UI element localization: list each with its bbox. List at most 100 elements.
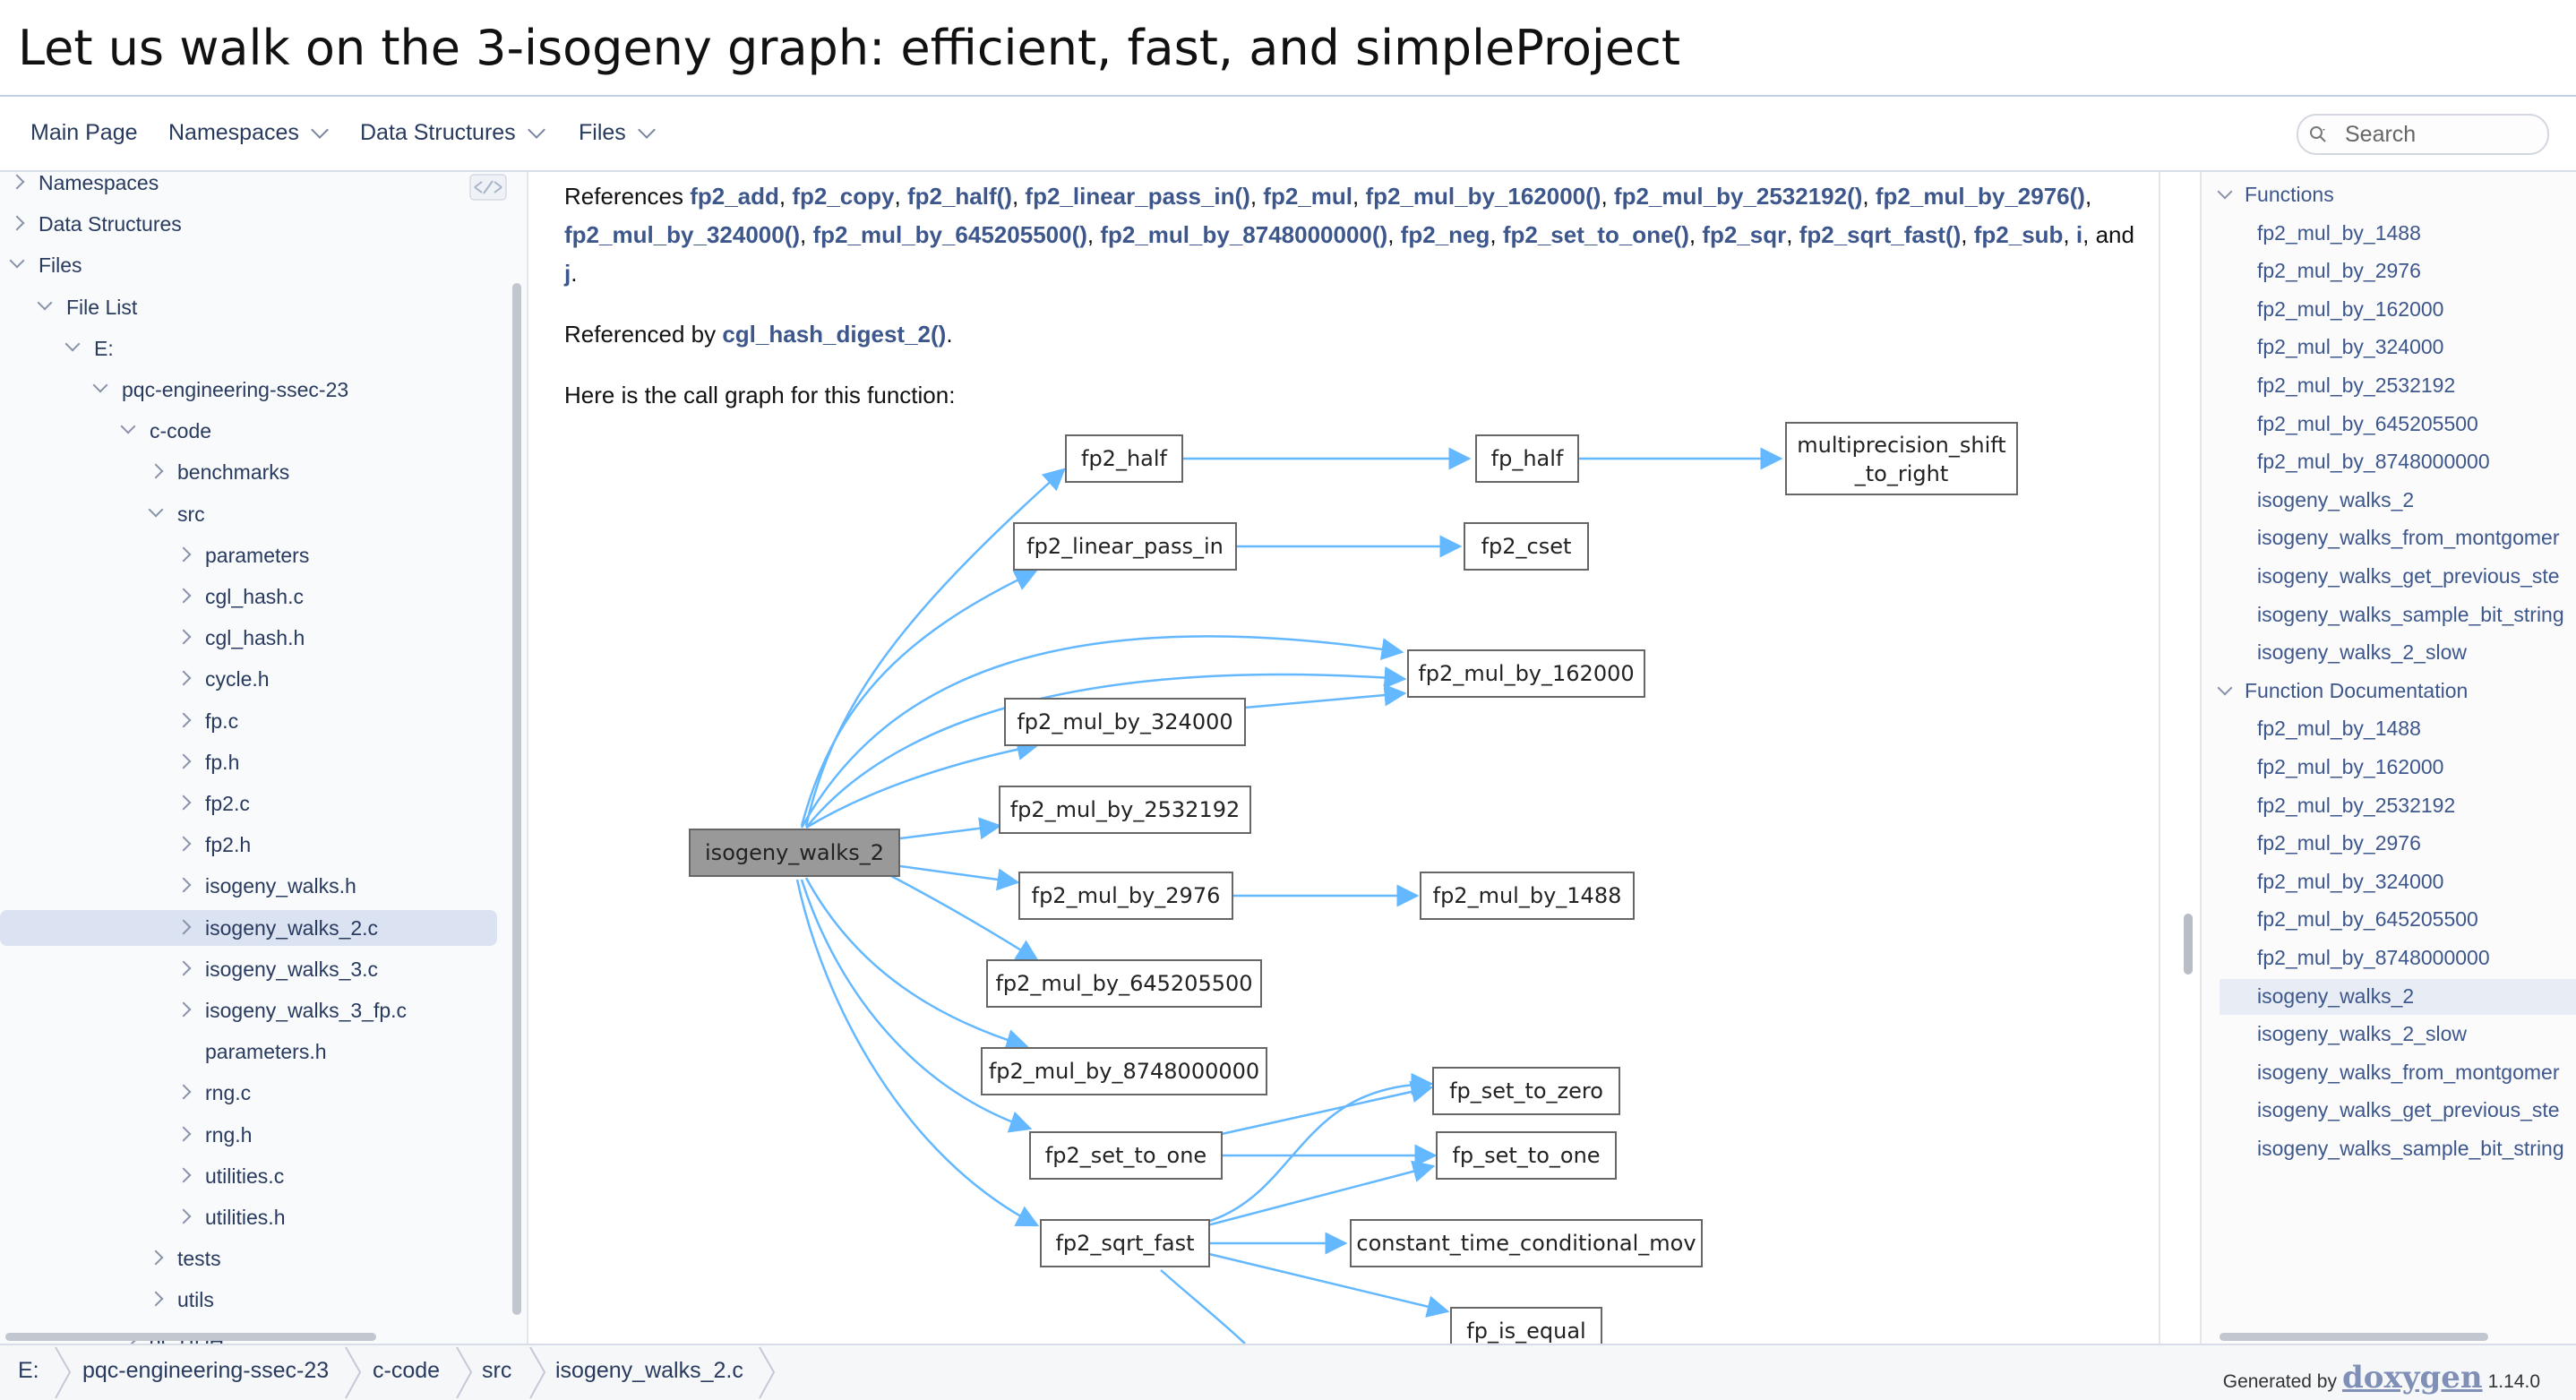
toc-item[interactable]: isogeny_walks_from_montgomer xyxy=(2220,1055,2576,1091)
toc-item[interactable]: isogeny_walks_get_previous_ste xyxy=(2220,559,2576,595)
search-input[interactable] xyxy=(2343,121,2544,148)
menu-namespaces[interactable]: Namespaces xyxy=(168,120,329,146)
reference-link[interactable]: fp2_sqr xyxy=(1702,221,1787,248)
tree-item[interactable]: fp.h xyxy=(0,744,497,780)
breadcrumb-item[interactable]: c-code xyxy=(373,1358,441,1383)
chevron-right-icon[interactable] xyxy=(176,753,192,769)
tree-horizontal-scrollbar[interactable] xyxy=(5,1333,376,1341)
chevron-right-icon[interactable] xyxy=(176,877,192,893)
chevron-right-icon[interactable] xyxy=(148,1250,164,1266)
reference-link[interactable]: fp2_mul_by_645205500() xyxy=(812,221,1087,248)
breadcrumb-item[interactable]: src xyxy=(482,1358,512,1383)
reference-link[interactable]: fp2_sqrt_fast() xyxy=(1799,221,1962,248)
toc-item[interactable]: fp2_mul_by_8748000000 xyxy=(2220,940,2576,976)
reference-link[interactable]: fp2_add xyxy=(690,183,779,210)
sync-toggle-icon[interactable] xyxy=(469,174,507,201)
toc-item[interactable]: isogeny_walks_2_slow xyxy=(2220,1017,2576,1052)
tree-item[interactable]: utilities.c xyxy=(0,1158,497,1194)
toc-item[interactable]: isogeny_walks_2 xyxy=(2220,978,2576,1015)
reference-link[interactable]: fp2_copy xyxy=(792,183,895,210)
menu-main-page[interactable]: Main Page xyxy=(30,120,138,146)
node-fp2-linear-pass-in[interactable] xyxy=(1013,522,1237,571)
reference-link[interactable]: fp2_mul_by_2532192() xyxy=(1613,183,1863,210)
node-fp2-set-to-one[interactable] xyxy=(1029,1131,1223,1180)
reference-link[interactable]: fp2_mul_by_162000() xyxy=(1365,183,1601,210)
tree-item[interactable]: rng.h xyxy=(0,1117,497,1153)
tree-item[interactable]: Namespaces xyxy=(0,172,497,201)
toc-item[interactable]: fp2_mul_by_324000 xyxy=(2220,864,2576,900)
tree-item[interactable]: c-code xyxy=(0,413,497,449)
tree-item[interactable]: fp2.h xyxy=(0,827,497,863)
chevron-right-icon[interactable] xyxy=(176,1084,192,1100)
node-fp2-mul-by-645205500[interactable] xyxy=(986,959,1262,1008)
reference-link[interactable]: fp2_mul_by_324000() xyxy=(564,221,801,248)
chevron-right-icon[interactable] xyxy=(148,463,164,479)
chevron-right-icon[interactable] xyxy=(176,836,192,852)
chevron-right-icon[interactable] xyxy=(176,670,192,686)
breadcrumb-item[interactable]: E: xyxy=(18,1358,39,1383)
chevron-right-icon[interactable] xyxy=(176,588,192,604)
tree-item[interactable]: E: xyxy=(0,331,497,366)
reference-link[interactable]: fp2_mul xyxy=(1263,183,1352,210)
toc-item[interactable]: fp2_mul_by_162000 xyxy=(2220,750,2576,786)
toc-item[interactable]: isogeny_walks_sample_bit_string xyxy=(2220,1131,2576,1167)
toc-item[interactable]: isogeny_walks_from_montgomer xyxy=(2220,520,2576,556)
tree-item[interactable]: tests xyxy=(0,1241,497,1276)
toc-item[interactable]: isogeny_walks_2_slow xyxy=(2220,635,2576,671)
chevron-down-icon[interactable] xyxy=(148,502,164,518)
chevron-right-icon[interactable] xyxy=(176,919,192,935)
node-constant-time-conditional-mov[interactable] xyxy=(1350,1219,1703,1267)
tree-item[interactable]: isogeny_walks_3_fp.c xyxy=(0,992,497,1028)
reference-link[interactable]: fp2_neg xyxy=(1400,221,1490,248)
menu-files[interactable]: Files xyxy=(579,120,656,146)
node-fp2-mul-by-1488[interactable] xyxy=(1420,872,1635,920)
reference-link[interactable]: fp2_sub xyxy=(1973,221,2064,248)
tree-item[interactable]: parameters xyxy=(0,537,497,573)
toc-horizontal-scrollbar[interactable] xyxy=(2220,1333,2488,1341)
node-fp2-sqrt-fast[interactable] xyxy=(1040,1219,1210,1267)
tree-item[interactable]: cgl_hash.c xyxy=(0,579,497,614)
menu-data-structures[interactable]: Data Structures xyxy=(360,120,545,146)
chevron-right-icon[interactable] xyxy=(176,794,192,811)
toc-item[interactable]: fp2_mul_by_162000 xyxy=(2220,292,2576,328)
reference-link[interactable]: fp2_mul_by_2976() xyxy=(1875,183,2085,210)
node-fp2-cset[interactable] xyxy=(1464,522,1589,571)
chevron-right-icon[interactable] xyxy=(176,1001,192,1018)
toc-item[interactable]: fp2_mul_by_645205500 xyxy=(2220,902,2576,938)
tree-item[interactable]: cgl_hash.h xyxy=(0,620,497,656)
toc-item[interactable]: fp2_mul_by_2532192 xyxy=(2220,368,2576,404)
tree-item[interactable]: cycle.h xyxy=(0,661,497,697)
tree-item[interactable]: File List xyxy=(0,289,497,325)
reference-link[interactable]: fp2_set_to_one() xyxy=(1502,221,1689,248)
chevron-down-icon[interactable] xyxy=(2217,680,2233,696)
toc-item[interactable]: isogeny_walks_2 xyxy=(2220,483,2576,519)
tree-item[interactable]: pqc-engineering-ssec-23 xyxy=(0,372,497,408)
chevron-right-icon[interactable] xyxy=(148,1291,164,1307)
chevron-down-icon[interactable] xyxy=(64,336,81,352)
toc-item[interactable]: isogeny_walks_sample_bit_string xyxy=(2220,597,2576,633)
node-multiprecision-shift[interactable] xyxy=(1785,422,2018,495)
toc-item[interactable]: fp2_mul_by_1488 xyxy=(2220,216,2576,252)
tree-item[interactable]: fp.c xyxy=(0,703,497,739)
chevron-right-icon[interactable] xyxy=(176,629,192,645)
chevron-right-icon[interactable] xyxy=(176,1126,192,1142)
node-fp-set-to-zero[interactable] xyxy=(1432,1067,1620,1115)
toc-item[interactable]: fp2_mul_by_324000 xyxy=(2220,330,2576,365)
tree-item[interactable]: fp2.c xyxy=(0,786,497,821)
node-fp2-mul-by-8748000000[interactable] xyxy=(981,1047,1267,1095)
node-fp-set-to-one[interactable] xyxy=(1436,1131,1617,1180)
tree-item[interactable]: isogeny_walks_2.c xyxy=(0,909,497,946)
reference-link[interactable]: fp2_half() xyxy=(906,183,1012,210)
chevron-right-icon[interactable] xyxy=(176,1167,192,1183)
chevron-down-icon[interactable] xyxy=(120,418,136,434)
node-root-box[interactable] xyxy=(689,829,900,877)
toc-item[interactable]: fp2_mul_by_2976 xyxy=(2220,826,2576,862)
toc-item[interactable]: fp2_mul_by_1488 xyxy=(2220,711,2576,747)
breadcrumb-item[interactable]: isogeny_walks_2.c xyxy=(555,1358,743,1383)
node-fp-is-equal[interactable] xyxy=(1450,1307,1602,1344)
toc-item[interactable]: fp2_mul_by_8748000000 xyxy=(2220,444,2576,480)
referenced-by-link[interactable]: cgl_hash_digest_2() xyxy=(722,321,947,348)
toc-item[interactable]: fp2_mul_by_645205500 xyxy=(2220,407,2576,442)
node-fp2-mul-by-324000[interactable] xyxy=(1004,698,1246,746)
chevron-right-icon[interactable] xyxy=(176,960,192,976)
